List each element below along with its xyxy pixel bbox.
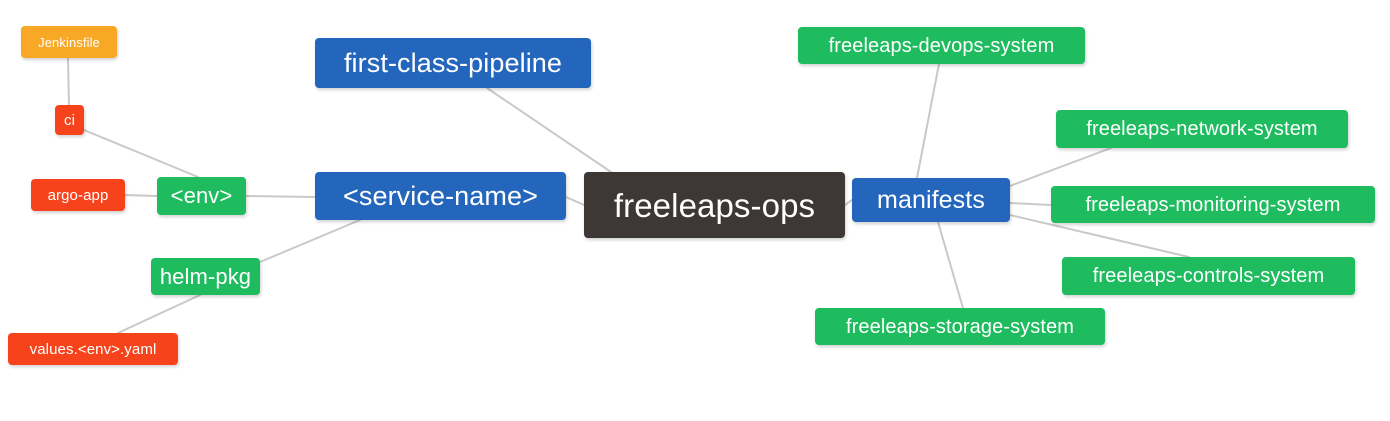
node-service-name[interactable]: <service-name> xyxy=(315,172,566,220)
node-label: <env> xyxy=(170,183,233,208)
node-freeleaps-controls-system[interactable]: freeleaps-controls-system xyxy=(1062,257,1355,295)
edge-helm-pkg-to-values-env-yaml xyxy=(117,294,201,334)
edge-freeleaps-ops-to-first-class-pipeline xyxy=(486,87,612,173)
node-label: freeleaps-network-system xyxy=(1086,118,1318,140)
node-manifests[interactable]: manifests xyxy=(852,178,1010,222)
node-label: freeleaps-ops xyxy=(613,186,816,224)
edge-service-name-to-helm-pkg xyxy=(259,219,361,263)
node-first-class-pipeline[interactable]: first-class-pipeline xyxy=(315,38,591,88)
node-freeleaps-monitoring-system[interactable]: freeleaps-monitoring-system xyxy=(1051,186,1375,223)
node-label: ci xyxy=(63,111,76,129)
node-label: freeleaps-controls-system xyxy=(1092,265,1325,287)
edge-manifests-to-freeleaps-monitoring-system xyxy=(1009,202,1052,206)
node-label: freeleaps-monitoring-system xyxy=(1085,193,1341,216)
edge-env-to-ci xyxy=(83,129,199,178)
edge-freeleaps-ops-to-service-name xyxy=(565,196,585,206)
node-label: manifests xyxy=(877,185,985,214)
node-label: argo-app xyxy=(47,186,109,204)
edge-manifests-to-freeleaps-devops-system xyxy=(916,63,940,179)
node-ci[interactable]: ci xyxy=(55,105,84,135)
node-label: freeleaps-storage-system xyxy=(845,315,1075,338)
edge-manifests-to-freeleaps-network-system xyxy=(1009,147,1112,187)
node-freeleaps-network-system[interactable]: freeleaps-network-system xyxy=(1056,110,1348,148)
edge-freeleaps-ops-to-manifests xyxy=(844,199,853,206)
node-label: freeleaps-devops-system xyxy=(828,34,1055,57)
node-env[interactable]: <env> xyxy=(157,177,246,215)
edge-service-name-to-env xyxy=(245,195,316,198)
edge-env-to-argo-app xyxy=(124,194,158,197)
edge-manifests-to-freeleaps-storage-system xyxy=(937,221,964,309)
node-label: first-class-pipeline xyxy=(343,47,563,78)
node-freeleaps-storage-system[interactable]: freeleaps-storage-system xyxy=(815,308,1105,345)
node-helm-pkg[interactable]: helm-pkg xyxy=(151,258,260,295)
node-jenkinsfile[interactable]: Jenkinsfile xyxy=(21,26,117,58)
node-values-env-yaml[interactable]: values.<env>.yaml xyxy=(8,333,178,365)
node-freeleaps-ops[interactable]: freeleaps-ops xyxy=(584,172,845,238)
edge-ci-to-jenkinsfile xyxy=(67,57,70,106)
node-argo-app[interactable]: argo-app xyxy=(31,179,125,211)
node-label: values.<env>.yaml xyxy=(29,340,157,358)
node-label: <service-name> xyxy=(343,180,538,211)
node-freeleaps-devops-system[interactable]: freeleaps-devops-system xyxy=(798,27,1085,64)
node-label: helm-pkg xyxy=(159,263,252,289)
node-label: Jenkinsfile xyxy=(38,34,100,50)
